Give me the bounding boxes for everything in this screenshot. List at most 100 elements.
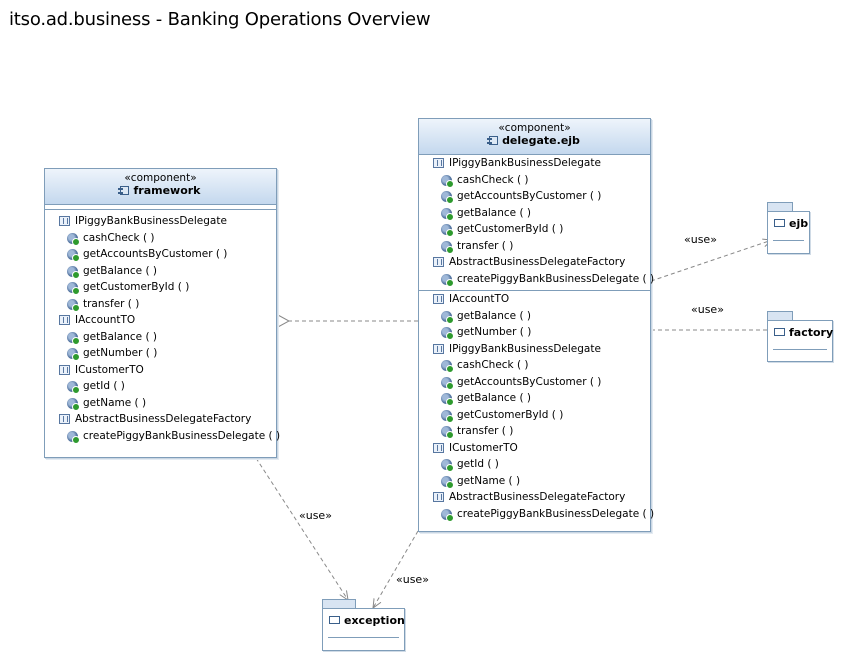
interface-icon <box>59 216 70 226</box>
package-tab <box>322 599 356 609</box>
use-connector-ejb <box>650 240 772 282</box>
operation-item[interactable]: getBalance ( ) <box>45 263 276 280</box>
operation-icon <box>441 207 454 221</box>
interface-item[interactable]: AbstractBusinessDelegateFactory <box>45 411 276 428</box>
operation-item[interactable]: createPiggyBankBusinessDelegate ( ) <box>419 271 654 288</box>
component-framework[interactable]: «component» framework IPiggyBankBusiness… <box>44 168 280 458</box>
operation-icon <box>441 191 454 204</box>
operation-item[interactable]: cashCheck ( ) <box>419 357 650 374</box>
operation-icon <box>441 240 454 254</box>
interface-item[interactable]: IAccountTO <box>419 291 650 308</box>
operation-icon <box>441 508 454 522</box>
interface-item[interactable]: AbstractBusinessDelegateFactory <box>419 489 650 506</box>
interface-icon <box>433 343 444 354</box>
operation-item[interactable]: getAccountsByCustomer ( ) <box>419 188 650 205</box>
required-interface-list: IAccountTO getBalance ( ) getNumber ( ) … <box>419 291 654 523</box>
operation-item[interactable]: getBalance ( ) <box>419 390 650 407</box>
component-delegate-ejb[interactable]: «component» delegate.ejb IPiggyBankBusin… <box>418 118 654 532</box>
component-name: delegate.ejb <box>502 134 580 147</box>
operation-icon <box>67 397 80 411</box>
operation-icon <box>67 430 80 444</box>
operation-icon <box>67 232 80 246</box>
operation-item[interactable]: getBalance ( ) <box>45 329 276 346</box>
use-label-delegate-exception: «use» <box>396 573 429 586</box>
use-label-factory: «use» <box>691 303 724 316</box>
package-divider <box>773 349 827 350</box>
operation-icon <box>441 174 454 188</box>
operation-item[interactable]: getName ( ) <box>45 395 276 412</box>
interface-icon <box>433 158 444 168</box>
component-icon <box>118 186 130 195</box>
operation-icon <box>67 381 80 394</box>
interface-icon <box>59 414 70 424</box>
package-tab <box>767 311 793 321</box>
interface-item[interactable]: ICustomerTO <box>45 362 276 379</box>
package-divider <box>773 240 804 241</box>
operation-item[interactable]: transfer ( ) <box>45 296 276 313</box>
interface-item[interactable]: IAccountTO <box>45 312 276 329</box>
operation-icon <box>67 348 80 361</box>
interface-icon <box>59 364 70 375</box>
operation-item[interactable]: getName ( ) <box>419 473 650 490</box>
interface-item[interactable]: ICustomerTO <box>419 440 650 457</box>
component-icon <box>487 136 499 145</box>
interface-icon <box>433 294 444 304</box>
operation-item[interactable]: getNumber ( ) <box>419 324 650 341</box>
operation-icon <box>67 282 80 295</box>
component-name: framework <box>133 184 201 197</box>
operation-icon <box>441 273 454 287</box>
operation-item[interactable]: getCustomerById ( ) <box>45 279 276 296</box>
operation-icon <box>441 224 454 237</box>
operation-item[interactable]: cashCheck ( ) <box>45 230 276 247</box>
compartment-divider <box>45 205 276 210</box>
component-header: «component» framework <box>45 169 276 205</box>
package-name: exception <box>344 614 405 627</box>
operation-item[interactable]: getBalance ( ) <box>419 308 650 325</box>
operation-item[interactable]: getAccountsByCustomer ( ) <box>45 246 276 263</box>
operation-item[interactable]: cashCheck ( ) <box>419 172 650 189</box>
operation-item[interactable]: getNumber ( ) <box>45 345 276 362</box>
operation-item[interactable]: transfer ( ) <box>419 423 650 440</box>
operation-icon <box>441 376 454 390</box>
operation-item[interactable]: getCustomerById ( ) <box>419 407 650 424</box>
interface-item[interactable]: IPiggyBankBusinessDelegate <box>419 155 650 172</box>
interface-list: IPiggyBankBusinessDelegate cashCheck ( )… <box>45 210 280 445</box>
folder-icon <box>329 616 340 624</box>
package-exception[interactable]: exception <box>322 599 405 651</box>
operation-icon <box>441 475 454 489</box>
interface-icon <box>59 315 70 325</box>
interface-icon <box>433 257 444 267</box>
diagram-title: itso.ad.business - Banking Operations Ov… <box>9 9 431 30</box>
operation-item[interactable]: getId ( ) <box>419 456 650 473</box>
package-ejb[interactable]: ejb <box>767 202 810 254</box>
stereotype-label: «component» <box>124 172 197 184</box>
operation-item[interactable]: getAccountsByCustomer ( ) <box>419 374 650 391</box>
package-factory[interactable]: factory <box>767 311 833 362</box>
interface-item[interactable]: AbstractBusinessDelegateFactory <box>419 254 650 271</box>
folder-icon <box>774 219 785 227</box>
operation-item[interactable]: getId ( ) <box>45 378 276 395</box>
operation-item[interactable]: getBalance ( ) <box>419 205 650 222</box>
use-label-ejb: «use» <box>684 233 717 246</box>
operation-icon <box>67 331 80 345</box>
compartment-divider <box>419 290 650 291</box>
component-header: «component» delegate.ejb <box>419 119 650 155</box>
package-name: ejb <box>789 217 809 230</box>
operation-icon <box>441 426 454 439</box>
interface-icon <box>433 492 444 502</box>
operation-icon <box>441 409 454 423</box>
package-divider <box>328 637 399 638</box>
interface-item[interactable]: IPiggyBankBusinessDelegate <box>45 213 276 230</box>
interface-item[interactable]: IPiggyBankBusinessDelegate <box>419 341 650 358</box>
interface-icon <box>433 442 444 453</box>
folder-icon <box>774 328 785 336</box>
operation-icon <box>67 249 80 262</box>
operation-icon <box>441 459 454 472</box>
operation-item[interactable]: createPiggyBankBusinessDelegate ( ) <box>419 506 654 523</box>
operation-item[interactable]: createPiggyBankBusinessDelegate ( ) <box>45 428 280 445</box>
operation-item[interactable]: getCustomerById ( ) <box>419 221 650 238</box>
use-connector-delegate-exception <box>373 530 419 608</box>
operation-icon <box>441 310 454 324</box>
operation-item[interactable]: transfer ( ) <box>419 238 650 255</box>
